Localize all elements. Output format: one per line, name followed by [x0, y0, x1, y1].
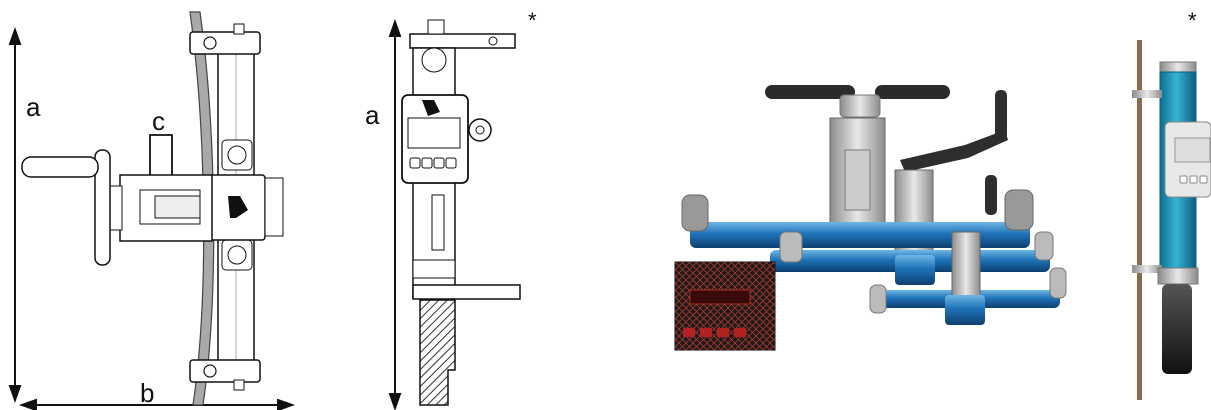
- dimension-arrow-b: [19, 398, 295, 410]
- drawing-front-view: [388, 19, 521, 410]
- label-a: a: [26, 92, 41, 122]
- drawing-side-view: [8, 11, 295, 410]
- dimension-arrow-a2: [388, 19, 402, 410]
- asterisk-drawing: *: [528, 8, 537, 33]
- logo-icon: [228, 196, 248, 218]
- photo-handheld-instrument: [1132, 40, 1211, 400]
- cable: [189, 11, 215, 406]
- dimension-bracket-c: [149, 134, 173, 185]
- dimension-arrow-a: [8, 27, 22, 403]
- asterisk-photo: *: [1188, 8, 1197, 33]
- label-b: b: [140, 378, 155, 408]
- label-c: c: [152, 106, 165, 136]
- label-a-front: a: [365, 100, 380, 130]
- photo-instrument-assembly: [674, 85, 1067, 351]
